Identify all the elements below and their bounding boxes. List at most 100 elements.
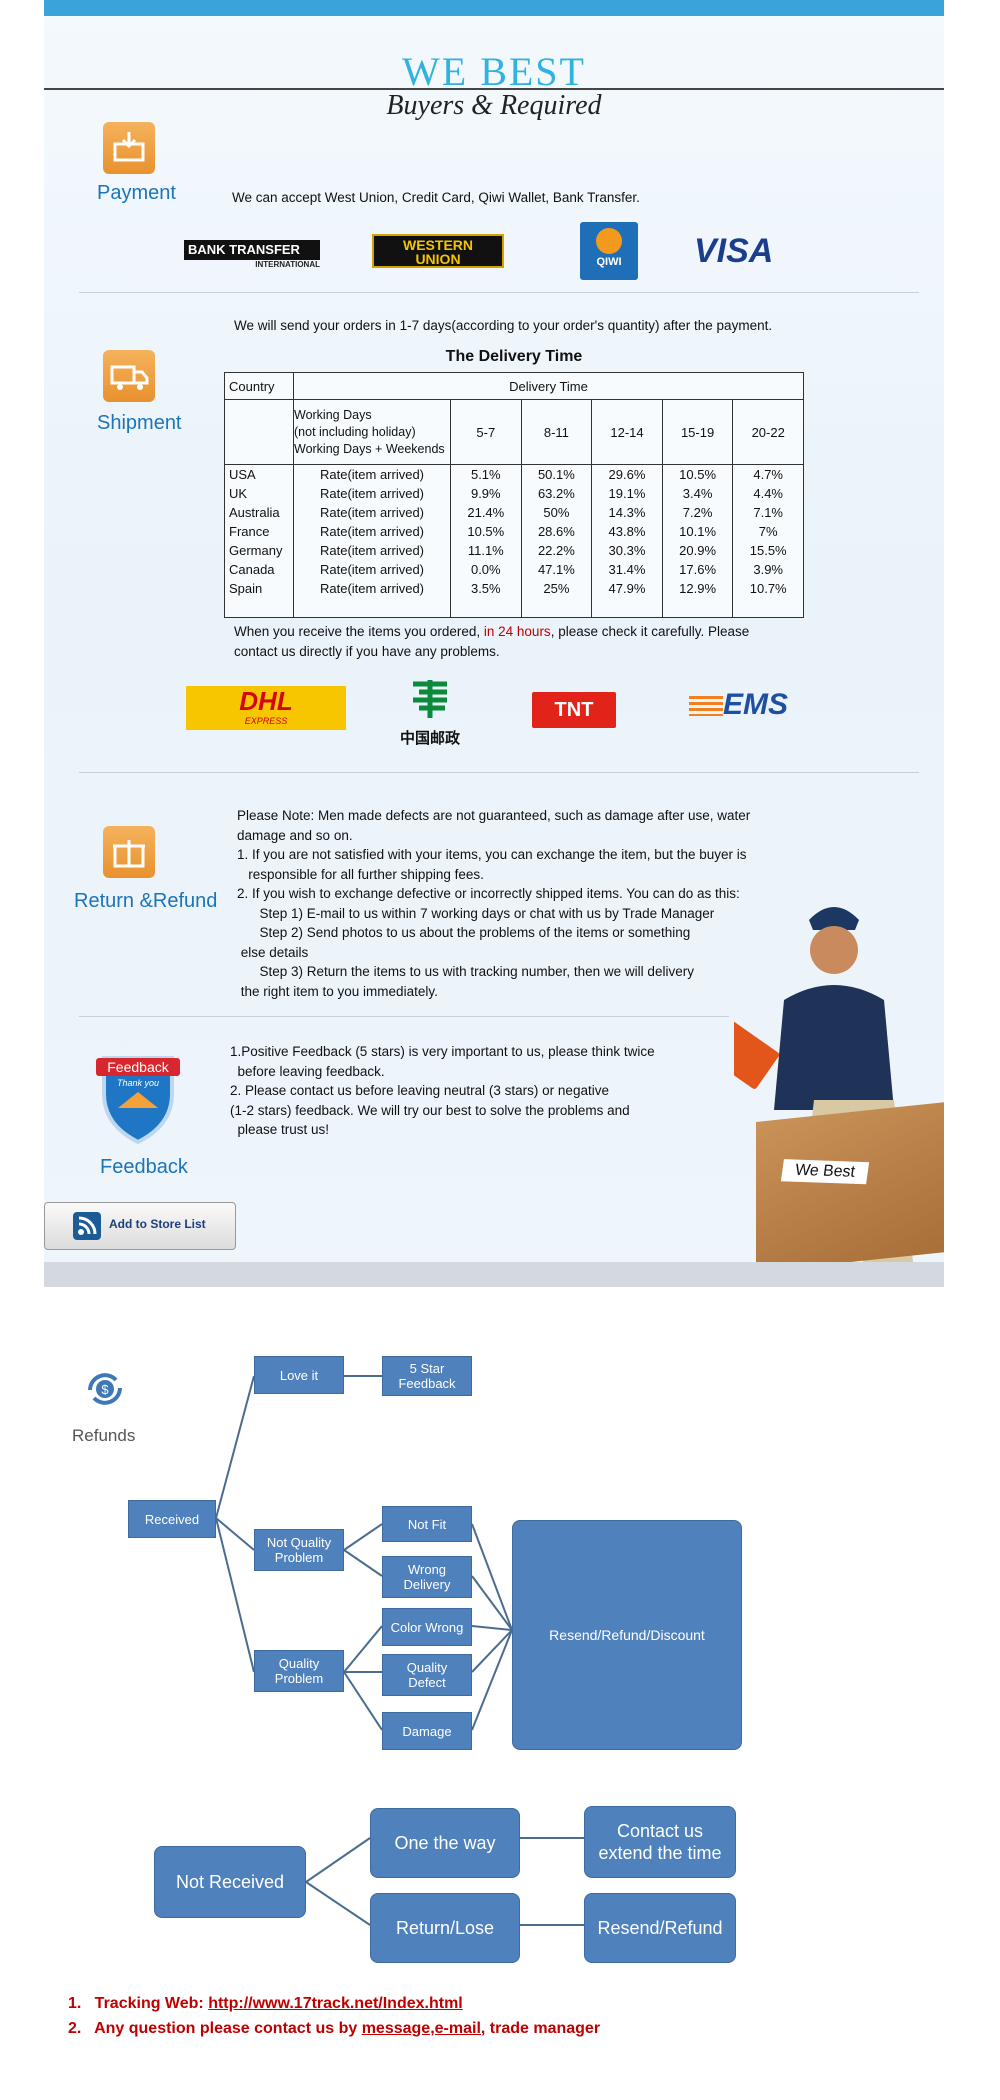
value-cell: 29.6% [591, 464, 663, 484]
not-received-box: Not Received [154, 1846, 306, 1918]
flowchart-connectors [215, 1375, 584, 1926]
ems-logo: EMS [668, 688, 788, 728]
filler-cell [224, 597, 294, 618]
value-cell: 10.7% [732, 578, 804, 598]
value-cell: 11.1% [450, 540, 522, 560]
value-cell: 20.9% [661, 540, 734, 560]
value-cell: 9.9% [450, 483, 522, 503]
refund-line: Step 3) Return the items to us with trac… [237, 964, 694, 979]
color-wrong-box: Color Wrong [382, 1608, 472, 1646]
header-delivery-time: Delivery Time [293, 371, 804, 401]
contact-link[interactable]: message,e-mail [361, 2020, 481, 2037]
refund-line: Step 2) Send photos to us about the prob… [237, 925, 691, 940]
rate-cell: Rate(item arrived) [293, 540, 451, 560]
value-cell: 7% [732, 521, 804, 541]
dhl-logo: DHL EXPRESS [186, 686, 346, 730]
value-cell: 10.5% [661, 464, 734, 484]
range-cell: 5-7 [450, 399, 522, 465]
feedback-badge-label: Feedback [96, 1058, 180, 1076]
country-cell: France [224, 521, 294, 541]
western-union-logo: WESTERN UNION [372, 234, 504, 268]
range-cell: 15-19 [661, 399, 734, 465]
filler-cell [661, 597, 734, 618]
contact-extend-box: Contact us extend the time [584, 1806, 736, 1878]
table-header-row: Country Delivery Time [224, 371, 804, 401]
value-cell: 17.6% [661, 559, 734, 579]
feedback-line: 1.Positive Feedback (5 stars) is very im… [230, 1044, 655, 1059]
feedback-badge: Feedback Thank you [96, 1048, 180, 1145]
filler-cell [450, 597, 522, 618]
delivery-table: Country Delivery Time Working Days (not … [224, 371, 804, 618]
add-to-store-list-button[interactable]: Add to Store List [44, 1202, 236, 1250]
one-the-way-box: One the way [370, 1808, 520, 1878]
ems-stripes-icon [688, 696, 723, 717]
love-it-box: Love it [254, 1356, 344, 1394]
check-note-highlight: in 24 hours [483, 624, 551, 639]
rate-cell: Rate(item arrived) [293, 559, 451, 579]
value-cell: 21.4% [450, 502, 522, 522]
value-cell: 0.0% [450, 559, 522, 579]
value-cell: 4.7% [732, 464, 804, 484]
tracking-link[interactable]: http://www.17track.net/Index.html [208, 1995, 463, 2012]
range-cell: 12-14 [591, 399, 663, 465]
working-days-cell: Working Days (not including holiday) Wor… [293, 399, 451, 465]
cardboard-box: We Best [756, 1102, 944, 1272]
rss-icon [73, 1212, 101, 1240]
damage-box: Damage [382, 1712, 472, 1750]
value-cell: 50% [520, 502, 593, 522]
value-cell: 14.3% [591, 502, 663, 522]
value-cell: 31.4% [591, 559, 663, 579]
policy-panel: WE BEST Buyers & Required Payment We can… [44, 0, 944, 1287]
value-cell: 3.4% [661, 483, 734, 503]
value-cell: 10.1% [661, 521, 734, 541]
table-range-row: Working Days (not including holiday) Wor… [224, 399, 804, 465]
received-box: Received [128, 1500, 216, 1538]
value-cell: 7.2% [661, 502, 734, 522]
country-cell: Australia [224, 502, 294, 522]
check-note: When you receive the items you ordered, … [234, 622, 749, 661]
filler-cell [520, 597, 593, 618]
refund-dollar-icon: $ [84, 1370, 126, 1408]
contact-note-suffix: , trade manager [480, 2020, 601, 2037]
contact-note-prefix: 2. Any question please contact us by [68, 2020, 362, 2037]
refund-line: else details [237, 944, 309, 960]
feedback-line: please trust us! [230, 1122, 330, 1137]
value-cell: 43.8% [591, 521, 663, 541]
value-cell: 22.2% [520, 540, 593, 560]
truck-icon [103, 350, 155, 402]
country-cell: Canada [224, 559, 294, 579]
value-cell: 63.2% [520, 483, 593, 503]
not-fit-box: Not Fit [382, 1506, 472, 1542]
refund-line: damage and so on. [237, 827, 353, 843]
return-lose-box: Return/Lose [370, 1893, 520, 1963]
divider-payment [79, 292, 919, 293]
working-days-line2: (not including holiday) [294, 424, 416, 439]
bank-transfer-sub: INTERNATIONAL [255, 260, 320, 269]
bank-transfer-text: BANK TRANSFER [188, 242, 300, 257]
add-to-store-list-label: Add to Store List [109, 1217, 206, 1231]
divider-shipment [79, 772, 919, 773]
feedback-title: Feedback [100, 1156, 188, 1178]
box-label: We Best [780, 1159, 870, 1185]
rate-cell: Rate(item arrived) [293, 578, 451, 598]
feedback-badge-sub: Thank you [116, 1078, 160, 1088]
not-quality-box: Not Quality Problem [254, 1529, 344, 1571]
working-days-line3: Working Days + Weekends [294, 441, 445, 456]
resend-refund-box: Resend/Refund [584, 1893, 736, 1963]
five-star-box: 5 Star Feedback [382, 1356, 472, 1396]
feedback-line: before leaving feedback. [230, 1063, 385, 1079]
bottom-strip [44, 1262, 944, 1287]
rate-cell: Rate(item arrived) [293, 521, 451, 541]
western-union-line2: UNION [415, 251, 461, 267]
rate-cell: Rate(item arrived) [293, 502, 451, 522]
refund-line: responsible for all further shipping fee… [237, 866, 484, 882]
china-post-icon [413, 680, 447, 718]
range-cell: 8-11 [520, 399, 593, 465]
value-cell: 7.1% [732, 502, 804, 522]
